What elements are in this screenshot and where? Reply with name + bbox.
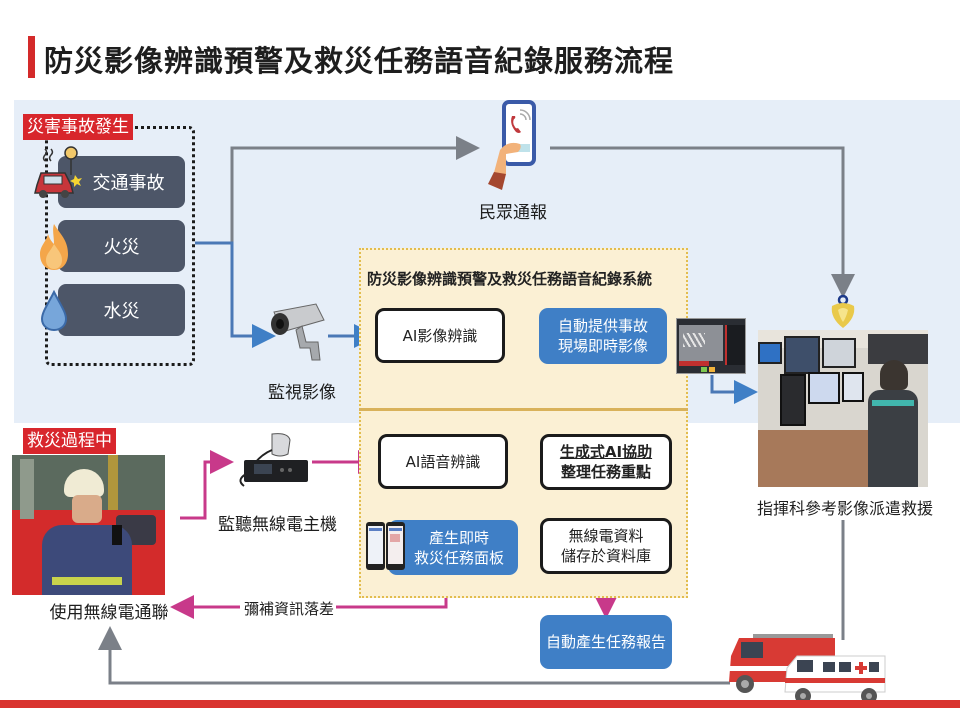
radio-host-label: 監聽無線電主機 [218,515,337,535]
radio-comm-label: 使用無線電通聯 [49,603,169,623]
fire-truck-ambulance-icon [729,634,886,704]
rescue-tag: 救災過程中 [23,428,116,454]
disaster-item-fire: 火災 [58,220,185,272]
page-title: 防災影像辨識預警及救災任務語音紀錄服務流程 [44,44,675,78]
ai-voice-recognition-box: AI語音辨識 [378,434,508,489]
firefighter-photo [12,455,165,595]
fire-agency-emblem-icon [831,294,855,328]
disaster-label: 交通事故 [92,173,165,194]
live-task-panel-line2: 救災任務面板 [413,548,504,567]
ai-voice-recognition-label: AI語音辨識 [405,452,481,471]
disaster-label: 火災 [103,237,140,258]
ai-image-recognition-label: AI影像辨識 [402,326,478,345]
live-incident-screen-image [676,318,746,374]
radio-data-storage-line1: 無線電資料 [568,527,644,545]
disaster-label: 水災 [103,301,140,322]
line-screen-to-command [710,375,758,404]
line-firefighter-to-host [180,450,234,520]
phone-call-icon [488,100,536,190]
system-title: 防災影像辨識預警及救災任務語音紀錄系統 [367,270,653,288]
disaster-tag: 災害事故發生 [23,114,133,140]
radio-host-icon [239,433,308,487]
gen-ai-summary-box: 生成式AI協助 整理任務重點 [540,434,672,490]
disaster-item-flood: 水災 [58,284,185,336]
gen-ai-summary-line2: 整理任務重點 [560,463,651,481]
line-report-to-command [550,146,855,298]
auto-task-report-label: 自動產生任務報告 [545,633,666,651]
disaster-item-traffic: 交通事故 [58,156,185,208]
cctv-camera-icon [271,303,325,361]
system-divider [359,408,688,411]
radio-data-storage-line2: 儲存於資料庫 [560,547,651,565]
title-accent-bar [28,36,35,78]
fire-icon [40,224,68,270]
live-task-panel-line1: 產生即時 [428,528,489,547]
info-gap-label: 彌補資訊落差 [242,598,336,619]
footer-accent-bar [0,700,960,708]
auto-live-image-box: 自動提供事故 現場即時影像 [539,308,667,364]
gen-ai-summary-line1: 生成式AI協助 [559,443,653,461]
live-task-panel-box: 產生即時 救災任務面板 [388,520,518,575]
cctv-label: 監視影像 [268,383,336,403]
public-report-label: 民眾通報 [479,203,547,223]
line-disaster-to-cctv [195,241,276,348]
auto-task-report-box: 自動產生任務報告 [540,615,672,669]
ai-image-recognition-box: AI影像辨識 [375,308,505,363]
radio-data-storage-box: 無線電資料 儲存於資料庫 [540,518,672,574]
water-drop-icon [40,290,68,332]
line-disaster-to-report [230,136,480,243]
mobile-dashboard-icon [366,522,405,570]
auto-live-image-line1: 自動提供事故 [557,317,648,335]
line-trucks-to-firefighter [98,626,730,685]
car-crash-icon [34,146,82,198]
command-center-photo [758,330,928,487]
command-center-label: 指揮科參考影像派遣救援 [756,499,933,518]
auto-live-image-line2: 現場即時影像 [557,337,648,355]
